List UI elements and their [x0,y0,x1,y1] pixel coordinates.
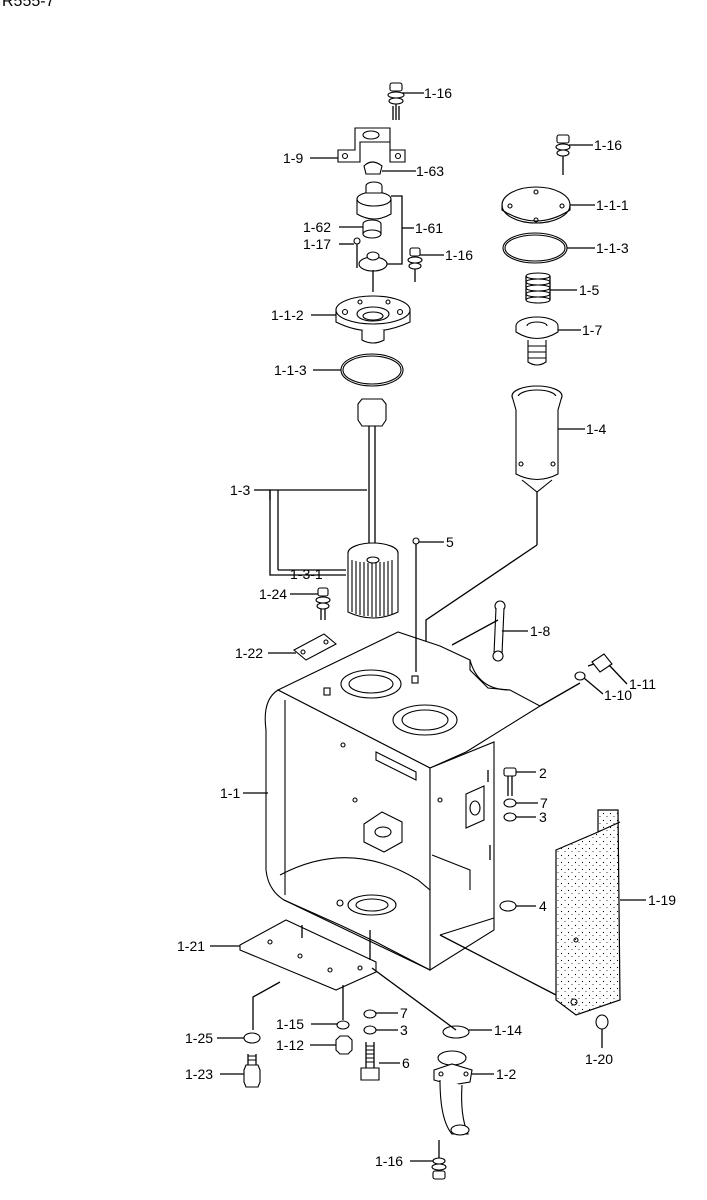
callout-1-4: 1-4 [586,421,606,437]
callout-1-19: 1-19 [648,892,676,908]
bolt-6 [360,1042,380,1081]
washer-1-10 [574,671,586,681]
link-1-8 [451,600,506,662]
washer-3-bottom [363,1025,377,1035]
callout-labels: 1-16 1-9 1-63 1-16 1-1-1 1-62 1-61 1-17 … [177,85,676,1169]
callout-1-15: 1-15 [276,1016,304,1032]
callout-1-24: 1-24 [259,586,287,602]
callout-1-16-top: 1-16 [424,85,452,101]
bolt-1-16-top [387,82,405,120]
plate-1-22 [293,633,337,661]
callout-1-1-3-left: 1-1-3 [274,362,307,378]
callout-1-17: 1-17 [303,236,331,252]
nut-1-12 [335,1035,353,1055]
bolt-1-24 [315,587,331,620]
plug-5 [412,537,420,672]
callout-1-16-right: 1-16 [594,137,622,153]
screw-1-17 [353,237,361,268]
cap-1-63 [363,161,383,175]
callout-1-5: 1-5 [579,282,599,298]
elbow-1-2 [433,1050,473,1136]
bolt-1-23 [243,1054,261,1088]
oring-1-1-3-left [340,353,404,387]
callout-5: 5 [446,534,454,550]
callout-3-right: 3 [539,809,547,825]
washer-1-15 [336,1020,350,1030]
leader-lines [210,92,646,1162]
filter-case-1-4 [511,385,563,545]
callout-1-61: 1-61 [415,220,443,236]
callout-1-2: 1-2 [496,1066,516,1082]
callout-2: 2 [539,765,547,781]
bolt-1-16-bottom [431,1140,447,1180]
pad-1-19 [555,809,621,1016]
plate-1-21 [239,919,377,991]
callout-7-right: 7 [540,795,548,811]
callout-6: 6 [402,1055,410,1071]
callout-3-bottom: 3 [400,1022,408,1038]
filter-element-1-3-1 [347,542,399,619]
callout-1-12: 1-12 [276,1037,304,1053]
washer-7-bottom [363,1009,377,1019]
callout-1-25: 1-25 [185,1030,213,1046]
callout-1-14: 1-14 [494,1022,522,1038]
spring-1-5 [525,272,551,304]
oring-1-14 [442,1025,470,1039]
washer-7-right [503,798,517,808]
bolt-2 [503,767,517,796]
callout-7-bottom: 7 [400,1005,408,1021]
callout-1-1-1: 1-1-1 [596,197,629,213]
callout-1-7: 1-7 [582,322,602,338]
callout-1-10: 1-10 [604,687,632,703]
bolt-1-16-right [555,134,571,175]
washer-1-25 [243,1032,261,1044]
washer-3-right [503,812,517,822]
callout-1-62: 1-62 [303,219,331,235]
breather-base [358,251,388,292]
valve-1-7 [515,316,559,366]
plug-1-20 [595,1014,609,1030]
callout-1-9: 1-9 [283,150,303,166]
callout-1-1-3-right: 1-1-3 [596,240,629,256]
callout-1-3-1: 1-3-1 [290,566,323,582]
bolt-1-16-mid [407,247,423,282]
model-number: R555-7 [2,0,55,10]
callout-1-3: 1-3 [230,482,250,498]
callout-1-1: 1-1 [220,785,240,801]
callout-1-8: 1-8 [530,623,550,639]
filler-cap-1-61 [356,181,392,220]
callout-1-23: 1-23 [185,1066,213,1082]
washer-4 [499,900,517,912]
oring-1-1-3-right [502,232,568,264]
callout-1-20: 1-20 [585,1051,613,1067]
callout-1-63: 1-63 [416,163,444,179]
nut-and-rod [357,398,387,560]
callout-1-16-bottom: 1-16 [375,1153,403,1169]
sensor-1-11 [587,653,613,673]
tank-1-1 [264,631,542,971]
callout-1-1-2: 1-1-2 [271,307,304,323]
bracket-1-9 [337,127,406,163]
callout-1-22: 1-22 [235,645,263,661]
callout-1-21: 1-21 [177,938,205,954]
flange-1-1-2 [335,295,411,344]
callout-4: 4 [539,898,547,914]
strainer-1-62 [362,219,382,239]
cover-1-1-1 [501,186,571,224]
callout-1-16-mid: 1-16 [445,247,473,263]
callout-1-11: 1-11 [629,676,656,692]
